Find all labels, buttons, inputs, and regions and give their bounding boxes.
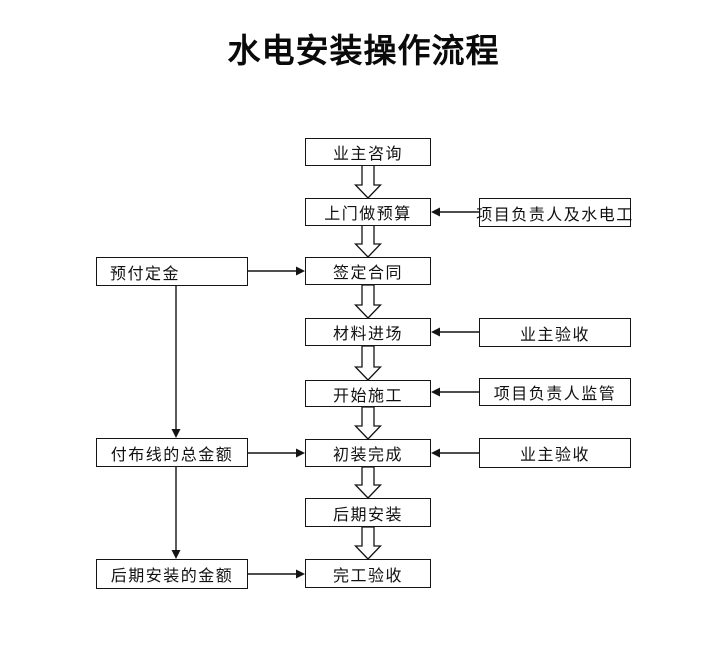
node-label: 业主验收 [519, 326, 590, 344]
node-owner-inspection-2: 业主验收 [479, 438, 631, 468]
down-arrow-3 [353, 284, 383, 319]
arrowhead-initial-left [296, 448, 305, 458]
node-label: 开始施工 [332, 387, 403, 405]
node-label: 材料进场 [332, 326, 403, 343]
node-label: 后期安装的金额 [110, 568, 234, 585]
node-materials-arrival: 材料进场 [305, 318, 431, 346]
node-completion-acceptance: 完工验收 [305, 559, 431, 588]
node-label: 项目负责人监管 [493, 386, 617, 403]
node-label: 签定合同 [332, 265, 403, 282]
node-label: 完工验收 [332, 567, 403, 585]
down-arrow-2 [353, 224, 383, 258]
down-arrow-6 [353, 466, 383, 499]
arrowhead-wiringpay-top [171, 429, 181, 438]
arrowhead-construction [431, 387, 440, 397]
down-arrow-4 [353, 345, 383, 381]
side-connector-lines [175, 211, 479, 575]
down-arrow-7 [353, 526, 383, 560]
node-label: 业主验收 [519, 447, 590, 464]
node-owner-inspection-1: 业主验收 [479, 318, 631, 347]
node-onsite-budget: 上门做预算 [305, 198, 431, 226]
node-sign-contract: 签定合同 [305, 257, 431, 285]
node-label: 预付定金 [110, 265, 181, 283]
down-arrow-1 [353, 163, 383, 199]
node-later-install-payment: 后期安装的金额 [96, 559, 248, 589]
down-arrow-5 [353, 406, 383, 440]
arrowhead-budget [431, 207, 440, 217]
node-initial-install-complete: 初装完成 [305, 439, 431, 467]
node-label: 初装完成 [332, 447, 403, 464]
node-prepay-deposit: 预付定金 [96, 257, 248, 286]
node-project-manager-supervision: 项目负责人监管 [479, 378, 631, 406]
arrowhead-completion [296, 569, 305, 579]
node-label: 项目负责人及水电工 [476, 206, 634, 224]
node-label: 付布线的总金额 [110, 446, 234, 464]
node-start-construction: 开始施工 [305, 380, 431, 407]
diagram-title: 水电安装操作流程 [227, 34, 500, 70]
arrowhead-materials [431, 327, 440, 337]
node-project-manager-electrician: 项目负责人及水电工 [476, 198, 634, 227]
node-label: 上门做预算 [324, 206, 412, 223]
node-label: 后期安装 [332, 506, 403, 524]
arrowhead-contract [296, 266, 305, 276]
node-pay-wiring-total: 付布线的总金额 [96, 438, 248, 467]
node-owner-consultation: 业主咨询 [305, 138, 431, 166]
arrowhead-initial-right [431, 448, 440, 458]
node-later-installation: 后期安装 [305, 498, 431, 527]
node-label: 业主咨询 [332, 146, 403, 163]
solid-arrowheads [171, 207, 440, 579]
arrowhead-laterpay-top [171, 550, 181, 559]
hollow-down-arrows [353, 163, 383, 560]
